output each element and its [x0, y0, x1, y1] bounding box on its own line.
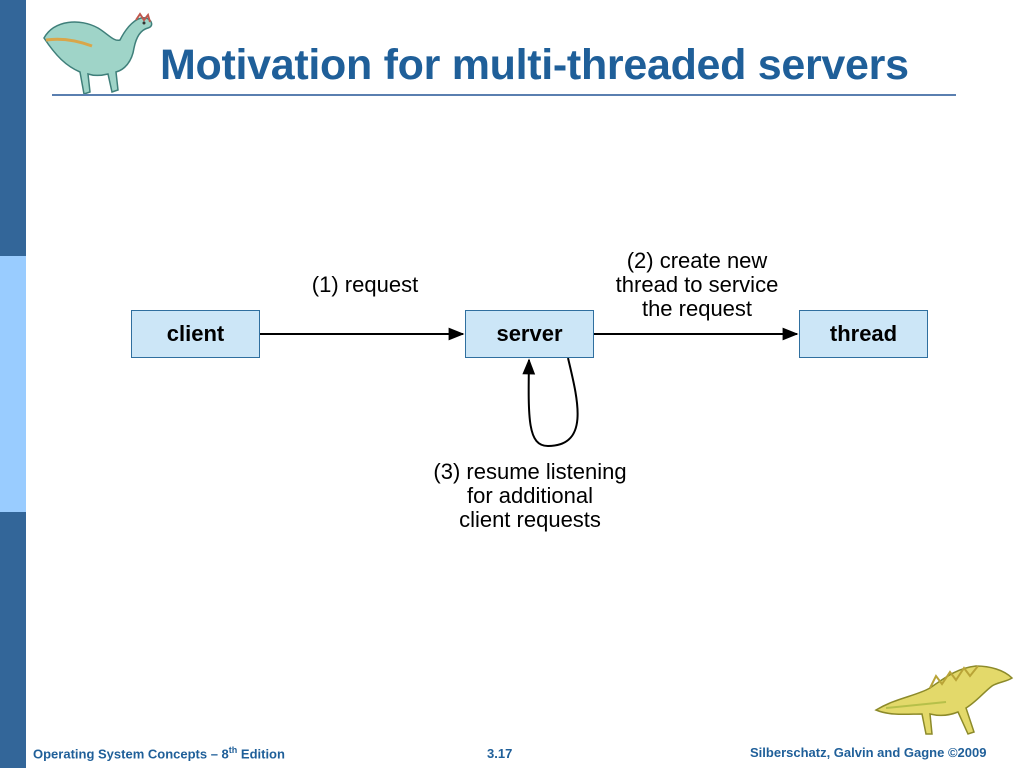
left-bar-segment-top [0, 0, 26, 256]
create-thread-label-line-2: thread to service [615, 272, 779, 297]
footer-page-number: 3.17 [487, 746, 513, 761]
server-node: server [465, 310, 594, 358]
left-accent-bar [0, 0, 26, 768]
footer-book-text: Operating System Concepts – 8 [33, 746, 229, 762]
request-label-line: (1) request [311, 272, 419, 297]
footer-book-title: Operating System Concepts – 8th Edition [33, 745, 285, 761]
dinosaur-footer-icon [874, 665, 1014, 735]
page-title: Motivation for multi-threaded servers [160, 41, 909, 89]
footer-copyright: Silberschatz, Galvin and Gagne ©2009 [750, 745, 987, 760]
dinosaur-logo-icon [43, 12, 153, 95]
arrow-server-loop [522, 357, 579, 448]
create-thread-label-line-1: (2) create new [626, 248, 768, 273]
resume-label-line-3: client requests [459, 507, 601, 532]
footer-book-superscript: th [228, 745, 238, 755]
title-divider [52, 94, 956, 96]
resume-label-line-2: for additional [467, 483, 593, 508]
left-bar-segment-middle [0, 256, 26, 512]
left-bar-segment-bottom [0, 512, 26, 768]
client-node: client [131, 310, 260, 358]
resume-listening-label: (3) resume listening for additional clie… [405, 460, 655, 532]
resume-label-line-1: (3) resume listening [433, 459, 627, 484]
footer-book-edition: Edition [237, 746, 285, 762]
request-label: (1) request [290, 273, 440, 297]
thread-node: thread [799, 310, 928, 358]
create-thread-label-line-3: the request [641, 296, 753, 321]
create-thread-label: (2) create new thread to service the req… [590, 249, 804, 321]
